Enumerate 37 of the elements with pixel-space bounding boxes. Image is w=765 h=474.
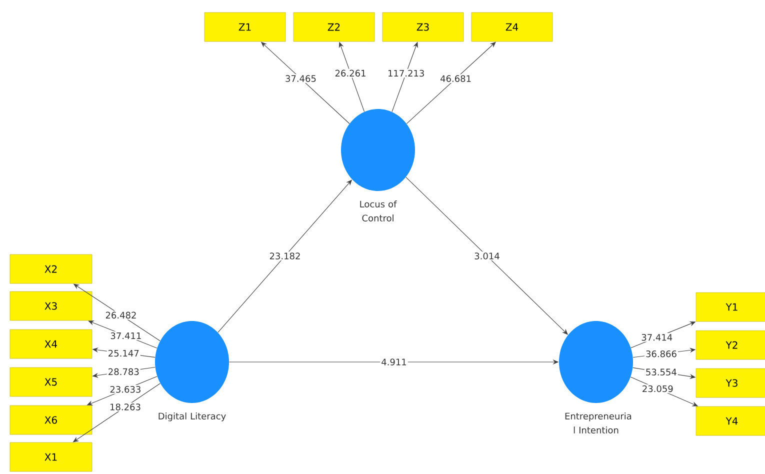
construct-circle [155, 321, 229, 403]
indicator-box: X5 [10, 367, 92, 397]
indicator-box: Z1 [204, 12, 286, 42]
edge-label: 28.783 [106, 367, 140, 376]
edge-label: 23.059 [640, 384, 674, 394]
indicator-box: X2 [10, 254, 92, 284]
indicator-box: Z4 [471, 12, 553, 42]
edge-label: 3.014 [473, 252, 501, 260]
edge-label: 18.263 [108, 402, 142, 412]
edge-label: 46.681 [439, 74, 473, 83]
indicator-box: Y1 [696, 292, 765, 322]
edge-label: 37.414 [640, 332, 674, 342]
edge-label: 26.482 [104, 310, 138, 320]
indicator-box: X3 [10, 291, 92, 321]
indicator-box: X1 [10, 442, 92, 472]
edge-label: 25.147 [106, 348, 140, 358]
edge-label: 26.261 [334, 68, 368, 78]
indicator-box: X4 [10, 329, 92, 359]
indicator-box: Y4 [696, 406, 765, 436]
edge-label: 37.465 [284, 74, 318, 83]
indicator-box: Z2 [293, 12, 375, 42]
edge-label: 37.411 [109, 331, 143, 340]
construct-label: Entrepreneuria l Intention [565, 412, 632, 434]
edge-label: 23.633 [108, 384, 142, 394]
construct-label: Locus of Control [360, 200, 397, 222]
edge-label: 36.866 [644, 349, 678, 358]
edge-label: 4.911 [380, 358, 408, 366]
indicator-box: Y2 [696, 330, 765, 360]
construct-circle [341, 109, 415, 191]
edge-label: 53.554 [644, 368, 678, 376]
indicator-box: Z3 [382, 12, 464, 42]
construct-circle [559, 321, 633, 403]
construct-label: Digital Literacy [158, 412, 226, 422]
edge-label: 23.182 [268, 252, 302, 260]
indicator-box: Y3 [696, 368, 765, 398]
edge-label: 117.213 [386, 68, 426, 78]
indicator-box: X6 [10, 405, 92, 435]
